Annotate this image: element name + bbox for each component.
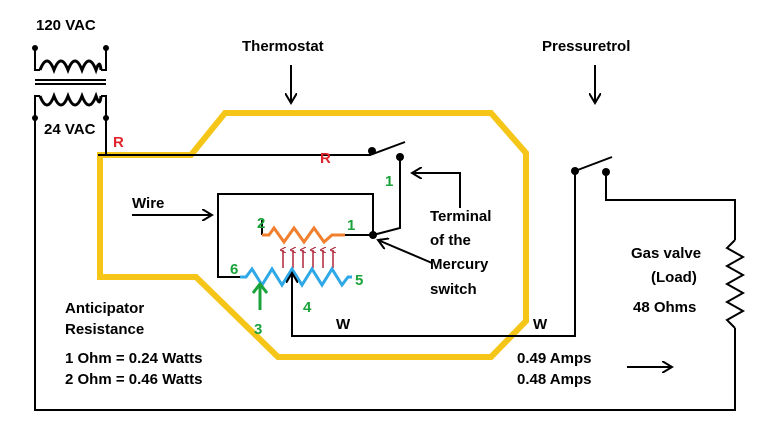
anticipator-label-line1: Anticipator	[65, 300, 144, 317]
tap-3-arrow	[251, 281, 269, 310]
w-thermostat-label: W	[336, 316, 351, 333]
bottom-coil-blue	[240, 266, 352, 288]
transformer	[32, 45, 109, 121]
w-pressuretrol-label: W	[533, 316, 548, 333]
pressuretrol-blade	[574, 156, 613, 172]
terminal-label-line4: switch	[430, 281, 477, 298]
thermostat-label: Thermostat	[242, 38, 324, 55]
terminal-2-label: 2	[257, 215, 265, 232]
terminal-label-line2: of the	[430, 232, 471, 249]
terminal-arrow	[412, 173, 461, 208]
switch-contacts	[368, 147, 610, 239]
anticipator-label-line2: Resistance	[65, 321, 144, 338]
heat-arrows	[283, 250, 333, 268]
r-switch-label: R	[320, 150, 331, 167]
terminal-label-line3: Mercury	[430, 256, 489, 273]
terminal-1-coil-label: 1	[347, 217, 355, 234]
return-wire	[34, 118, 736, 411]
load-wire	[605, 174, 736, 240]
gas-valve-label-line2: (Load)	[651, 269, 697, 286]
mercury-switch-blade	[369, 141, 406, 156]
ohm-1-label: 1 Ohm = 0.24 Watts	[65, 350, 202, 367]
terminal-4-label: 4	[303, 299, 312, 316]
mercury-switch-arrow	[378, 240, 433, 264]
w-wire	[291, 171, 576, 337]
r-wire	[98, 118, 373, 156]
pressuretrol-label: Pressuretrol	[542, 38, 630, 55]
terminal-1-switch-label: 1	[385, 173, 393, 190]
pointer-arrows	[132, 65, 672, 367]
supply-24-label: 24 VAC	[44, 121, 96, 138]
supply-120-label: 120 VAC	[36, 17, 96, 34]
terminal-6-label: 6	[230, 261, 238, 278]
terminal-5-label: 5	[355, 272, 363, 289]
terminal-label-line1: Terminal	[430, 208, 491, 225]
r-terminal-label: R	[113, 134, 124, 151]
amps-2-label: 0.48 Amps	[517, 371, 591, 388]
gas-valve-label-line3: 48 Ohms	[633, 299, 696, 316]
switch-terminal-1-lead	[372, 158, 401, 236]
gas-valve-label-line1: Gas valve	[631, 245, 701, 262]
ohm-2-label: 2 Ohm = 0.46 Watts	[65, 371, 202, 388]
top-coil-orange	[262, 225, 345, 245]
gas-valve-coil	[724, 239, 746, 329]
terminal-3-label: 3	[254, 321, 262, 338]
top-coil-right-lead	[217, 193, 374, 278]
amps-1-label: 0.49 Amps	[517, 350, 591, 367]
wire-label: Wire	[132, 195, 164, 212]
wiring	[34, 118, 746, 411]
